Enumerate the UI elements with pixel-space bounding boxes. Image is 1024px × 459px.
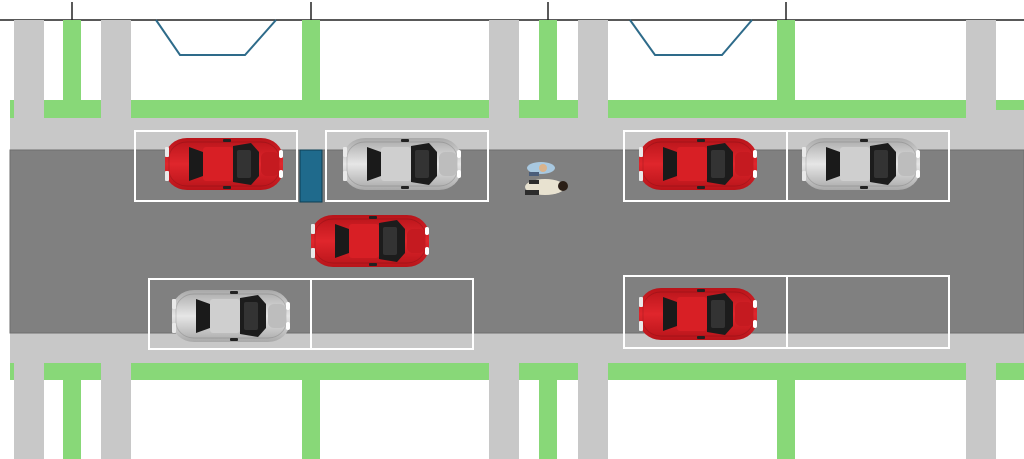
parking-space <box>786 275 950 349</box>
driveway <box>578 20 608 120</box>
driveway <box>966 362 996 459</box>
grass-bar <box>539 20 557 110</box>
driveway <box>14 362 44 459</box>
grass-bar <box>777 372 795 459</box>
parking-space <box>134 130 298 202</box>
pedestrian-adult <box>525 179 568 195</box>
sidewalk-corner <box>990 110 1024 122</box>
grass-bar <box>539 372 557 459</box>
parking-space <box>786 130 950 202</box>
car-silver <box>802 138 920 190</box>
grass-bar <box>63 20 81 110</box>
car-red <box>311 215 429 267</box>
ramp <box>629 19 753 56</box>
grass-bar <box>777 20 795 110</box>
driveway <box>489 362 519 459</box>
grass-bar <box>302 372 320 459</box>
driveway <box>14 20 44 120</box>
pedestrian-child <box>527 162 555 176</box>
parking-space <box>325 130 489 202</box>
grass-bar <box>302 20 320 110</box>
car-silver <box>172 290 290 342</box>
car-red <box>165 138 283 190</box>
driveway <box>966 20 996 120</box>
car-red <box>639 138 757 190</box>
ramp <box>155 19 277 56</box>
driveway <box>578 362 608 459</box>
car-silver <box>343 138 461 190</box>
driveway <box>101 362 131 459</box>
parking-space <box>310 278 474 350</box>
grass-bar <box>63 372 81 459</box>
driveway <box>489 20 519 120</box>
driveway <box>101 20 131 120</box>
bollard <box>299 149 323 203</box>
car-red <box>639 288 757 340</box>
